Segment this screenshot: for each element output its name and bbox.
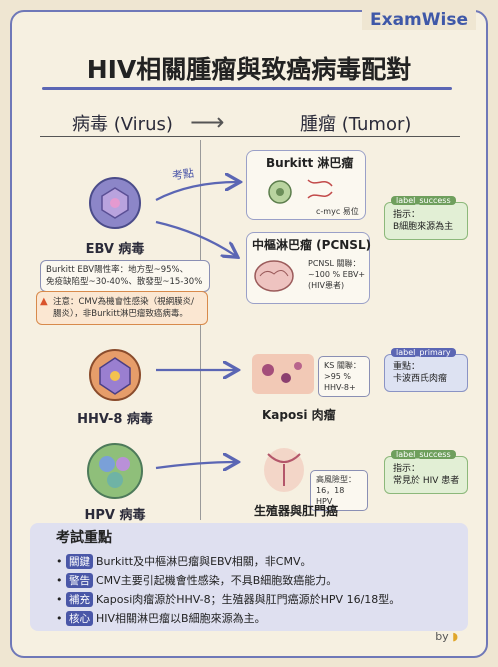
warning-icon: ▲: [40, 296, 48, 307]
summary-text: HIV相關淋巴瘤以B細胞來源為主。: [96, 612, 266, 625]
arrow-ebv-pcnsl: [155, 220, 236, 256]
pcnsl-note-line3: (HIV患者): [308, 281, 345, 290]
burkitt-note: c-myc 易位: [316, 207, 359, 216]
tag-hiv: label_success 指示： 常見於 HIV 患者: [384, 450, 468, 494]
kaposi-note-line2: >95 %: [324, 372, 352, 381]
warning-line1: 注意：CMV為機會性感染（視網膜炎/: [53, 297, 194, 307]
arrow-hpv-genital: [155, 462, 236, 468]
kaposi-skin-icon: [252, 354, 314, 394]
tag-line1: 重點：: [393, 362, 421, 372]
arrow-ebv-burkitt: [155, 182, 238, 201]
ebv-label: EBV 病毒: [85, 242, 145, 257]
genital-title: 生殖器與肛門癌: [254, 504, 339, 518]
byline: by ◗: [435, 630, 458, 643]
hpv-label: HPV 病毒: [84, 508, 146, 523]
summary-badge: 核心: [66, 611, 93, 626]
tag-body: 指示： 常見於 HIV 患者: [393, 463, 459, 487]
tag-head: label_success: [391, 196, 456, 205]
tag-line1: 指示：: [393, 210, 421, 220]
genital-note-line2: 16，18 HPV: [316, 486, 345, 506]
title-underline: [42, 87, 452, 90]
burkitt-title: Burkitt 淋巴瘤: [266, 156, 354, 170]
header-divider: [40, 136, 460, 137]
genital-note-line1: 高風險型：: [316, 475, 356, 484]
kaposi-note-line3: HHV-8+: [324, 383, 356, 392]
kaposi-title: Kaposi 肉瘤: [262, 408, 336, 422]
header-arrow-icon: ⟶: [190, 108, 225, 136]
pcnsl-note-line2: ~100 % EBV+: [308, 270, 366, 279]
uterus-icon: [264, 448, 304, 492]
kaposi-note: KS 關聯： >95 % HHV-8+: [318, 356, 370, 397]
tag-line2: B細胞來源為主: [393, 222, 454, 232]
kaposi-note-line1: KS 關聯：: [324, 361, 361, 370]
hpv-virus-icon: [87, 443, 143, 499]
hhv8-virus-icon: [89, 349, 141, 401]
virus-column-header: 病毒 (Virus): [72, 114, 173, 135]
pcnsl-note: PCNSL 關聯： ~100 % EBV+ (HIV患者): [308, 258, 365, 291]
cmv-warning-note: ▲ 注意：CMV為機會性感染（視網膜炎/ 腸炎），非Burkitt淋巴瘤致癌病毒…: [36, 291, 208, 325]
tag-kaposi: label_primary 重點： 卡波西氏肉瘤: [384, 348, 468, 392]
summary-box: [30, 523, 468, 631]
tag-line2: 常見於 HIV 患者: [393, 476, 460, 486]
ebv-virus-icon: [89, 177, 141, 229]
brain-icon: [254, 260, 294, 292]
page-title: HIV相關腫瘤與致癌病毒配對: [86, 55, 412, 84]
summary-text: Burkitt及中樞淋巴瘤與EBV相關，非CMV。: [96, 555, 312, 568]
banana-icon: ◗: [452, 630, 458, 643]
burkitt-card: [246, 150, 366, 220]
tag-body: 指示： B細胞來源為主: [393, 209, 453, 233]
exam-point-label: 考點: [171, 166, 195, 183]
ebv-positivity-note: Burkitt EBV陽性率：地方型~95%、 免疫缺陷型~30-40%、散發型…: [40, 260, 210, 292]
hhv8-label: HHV-8 病毒: [77, 412, 153, 427]
tag-line1: 指示：: [393, 464, 421, 474]
tag-head: label_primary: [391, 348, 456, 357]
tag-b-cell: label_success 指示： B細胞來源為主: [384, 196, 468, 240]
warning-line2: 腸炎），非Burkitt淋巴瘤致癌病毒。: [53, 309, 188, 319]
ebv-note-line1: Burkitt EBV陽性率：地方型~95%、: [46, 265, 189, 275]
column-divider: [200, 140, 201, 520]
tumor-column-header: 腫瘤 (Tumor): [300, 114, 412, 135]
tag-head: label_success: [391, 450, 456, 459]
summary-badge: 關鍵: [66, 554, 93, 569]
ebv-note-line2: 免疫缺陷型~30-40%、散發型~15-30%: [46, 277, 203, 287]
summary-badge: 補充: [66, 592, 93, 607]
tag-line2: 卡波西氏肉瘤: [393, 374, 448, 384]
pcnsl-title: 中樞淋巴瘤 (PCNSL): [252, 238, 372, 252]
genital-note: 高風險型： 16，18 HPV: [310, 470, 368, 511]
brand-logo: ExamWise: [362, 10, 476, 30]
byline-text: by: [435, 630, 449, 643]
b-cell-icon: [268, 179, 333, 204]
tag-body: 重點： 卡波西氏肉瘤: [393, 361, 447, 385]
summary-text: Kaposi肉瘤源於HHV-8；生殖器與肛門癌源於HPV 16/18型。: [96, 593, 401, 606]
summary-text: CMV主要引起機會性感染，不具B細胞致癌能力。: [96, 574, 338, 587]
pcnsl-note-line1: PCNSL 關聯：: [308, 259, 361, 268]
summary-badge: 警告: [66, 573, 93, 588]
summary-title: 考試重點: [56, 530, 112, 546]
